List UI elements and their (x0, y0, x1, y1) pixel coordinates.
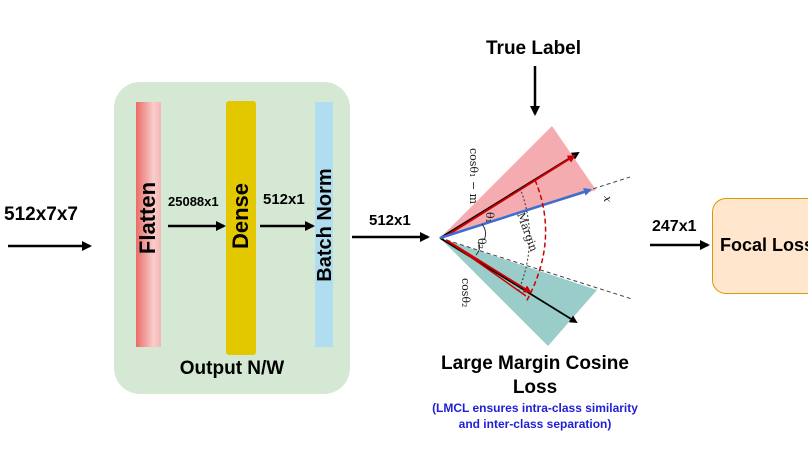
margin-annotation: Margin (514, 211, 540, 254)
dense-layer (226, 101, 256, 355)
embedding-dims: 512x1 (369, 212, 411, 229)
dense-bn-dims: 512x1 (263, 191, 305, 208)
x-annotation: x (601, 196, 614, 203)
theta1-annotation: θ₁ (483, 212, 496, 223)
focal-loss-box (712, 198, 808, 294)
focal-loss-label: Focal Loss (720, 235, 808, 255)
true-label-text: True Label (486, 38, 582, 59)
class1-sector (440, 126, 596, 238)
lmcl-title: Large Margin Cosine Loss (441, 353, 629, 398)
lmcl-note: (LMCL ensures intra-class similarity and… (432, 401, 638, 431)
cos2-annotation: cosθ₂ (459, 278, 472, 307)
flatten-dense-dims: 25088x1 (168, 194, 219, 209)
batch-norm-layer (315, 102, 333, 347)
lmcl-illustration: cosθ₁ − m cosθ₂ θ₁ θ₂ Margin x (439, 126, 633, 346)
cos1-annotation: cosθ₁ − m (467, 148, 480, 205)
input-dims-label: 512x7x7 (4, 204, 78, 225)
theta2-annotation: θ₂ (475, 238, 488, 249)
focal-dims: 247x1 (652, 218, 697, 235)
flatten-layer (136, 102, 161, 347)
class2-sector (440, 238, 597, 346)
output-network-title: Output N/W (179, 358, 285, 379)
